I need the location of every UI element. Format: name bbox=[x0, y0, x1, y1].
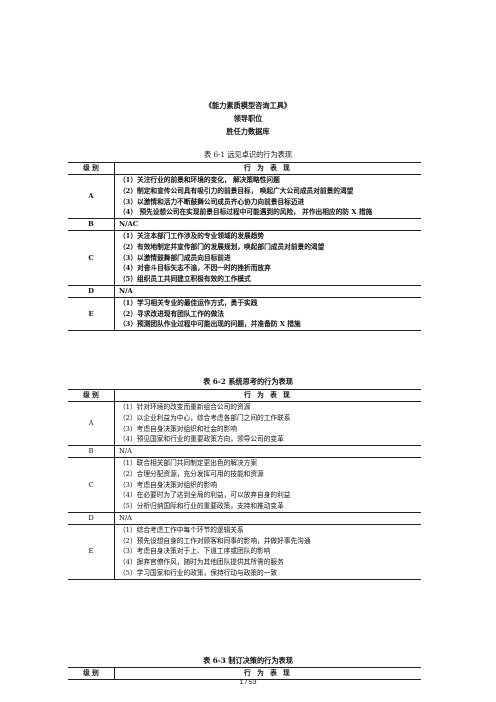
behavior-line: （2）以企业利益为中心，综合考虑各部门之间的工作联系 bbox=[119, 413, 291, 422]
table-caption-6-2: 表 6-2 系统思考的行为表现 bbox=[203, 377, 293, 386]
page-number: 1 / 53 bbox=[239, 679, 257, 686]
behavior-line: N/A bbox=[119, 447, 132, 456]
behavior-line: （3）考虑自身决策对于上、下道工序或团队的影响 bbox=[119, 547, 271, 556]
level-cell: E bbox=[68, 523, 115, 580]
table-row: A （1）关注行业的前景和环境的变化， 解决策略性问题 （2）制定和宣传公司具有吸引… bbox=[68, 173, 421, 220]
behavior-line: N/AC bbox=[119, 220, 139, 229]
behavior-line: （5）组织员工共同建立积极有效的工作模式 bbox=[119, 275, 251, 284]
behavior-line: （3）以激情和活力不断鼓舞公司成员齐心协力向前景目标迈进 bbox=[119, 197, 305, 206]
table-6-3: 级 别 行 为 表 现 bbox=[68, 667, 421, 680]
behavior-line: N/A bbox=[119, 513, 132, 522]
behavior-line: （5）学习国家和行业的政策，保持行动与政策的一致 bbox=[119, 568, 278, 577]
behavior-line: （3）以激情鼓舞部门成员向目标前进 bbox=[119, 253, 231, 262]
col-header-behavior: 行 为 表 现 bbox=[114, 389, 421, 402]
col-header-level: 级 别 bbox=[68, 162, 115, 175]
behavior-line: （1）针对环境的改变而重新组合公司的资源 bbox=[119, 403, 251, 411]
behavior-line: （1）关注行业的前景和环境的变化， 解决策略性问题 bbox=[119, 176, 280, 184]
behavior-cell: （1）学习相关专业的最佳运作方式，勇于实践 （2）寻求改进现有团队工作的做法 （3）… bbox=[114, 296, 421, 332]
behavior-cell: N/A bbox=[114, 284, 421, 298]
behavior-cell: N/A bbox=[114, 511, 421, 525]
table-row: D N/A bbox=[68, 511, 421, 525]
table-caption-6-1: 表 6-1 远见卓识的行为表现 bbox=[203, 150, 293, 159]
behavior-line: （4） 预先设想公司在实现前景目标过程中可能遇到的风险， 并作出相应的防 X 措… bbox=[119, 208, 373, 217]
table-row: C （1）联合相关部门共同制定更出色的解决方案 （2）合理分配资源，充分发挥可用的技… bbox=[68, 456, 421, 513]
behavior-cell: （1）关注本部门工作涉及的专业领域的发展趋势 （2）有效地制定并宣传部门的发展规划… bbox=[114, 229, 421, 286]
behavior-line: （3）预测团队作业过程中可能出现的问题，并准备防 X 措施 bbox=[119, 320, 301, 329]
behavior-line: （2）寻求改进现有团队工作的做法 bbox=[119, 309, 224, 318]
behavior-cell: （1）综合考虑工作中每个环节的逻辑关系 （2）预先设想自身的工作对顾客和同事的影响… bbox=[114, 523, 421, 580]
behavior-line: （4）在必要时为了达到全局的利益，可以放弃自身的利益 bbox=[119, 491, 291, 500]
behavior-line: （5）分析归纳国际和行业的重要政策，支持和推动变革 bbox=[119, 502, 284, 511]
table-row: A （1）针对环境的改变而重新组合公司的资源 （2）以企业利益为中心，综合考虑各部门… bbox=[68, 400, 421, 447]
table-6-1: 级 别 行 为 表 现 A （1）关注行业的前景和环境的变化， 解决策略性问题 （2… bbox=[68, 162, 421, 332]
level-cell: E bbox=[68, 296, 115, 332]
level-cell: D bbox=[68, 284, 115, 298]
behavior-line: （1）关注本部门工作涉及的专业领域的发展趋势 bbox=[119, 231, 265, 240]
subsection-title: 胜任力数据库 bbox=[226, 127, 270, 136]
behavior-line: （4）对奋斗目标矢志不渝，不因一时的挫折而放弃 bbox=[119, 264, 271, 273]
level-cell: D bbox=[68, 511, 115, 525]
behavior-line: （1）学习相关专业的最佳运作方式，勇于实践 bbox=[119, 298, 258, 307]
table-row: E （1）学习相关专业的最佳运作方式，勇于实践 （2）寻求改进现有团队工作的做法 （3… bbox=[68, 296, 421, 332]
behavior-line: （4）摒弃官僚作风，随时为其他团队提供其所需的服务 bbox=[119, 558, 284, 567]
level-cell: C bbox=[68, 456, 115, 513]
col-header-level: 级 别 bbox=[68, 667, 115, 680]
level-cell: B bbox=[68, 218, 115, 231]
table-caption-6-3: 表 6-3 制订决策的行为表现 bbox=[203, 656, 293, 665]
behavior-cell: （1）联合相关部门共同制定更出色的解决方案 （2）合理分配资源，充分发挥可用的技能… bbox=[114, 456, 421, 513]
behavior-line: （3）考虑自身决策对组织和社会的影响 bbox=[119, 424, 237, 433]
level-cell: A bbox=[68, 173, 115, 220]
behavior-line: （2）有效地制定并宣传部门的发展规划，唤起部门成员对前景的渴望 bbox=[119, 242, 325, 251]
table-row: B N/AC bbox=[68, 218, 421, 231]
section-title: 领导职位 bbox=[233, 114, 263, 123]
behavior-line: N/A bbox=[119, 286, 133, 295]
behavior-line: （1）联合相关部门共同制定更出色的解决方案 bbox=[119, 458, 258, 467]
behavior-line: （3）考虑自身决策对组织的影响 bbox=[119, 480, 217, 489]
level-cell: A bbox=[68, 400, 115, 447]
behavior-line: （2）合理分配资源，充分发挥可用的技能和资源 bbox=[119, 469, 264, 478]
table-row: B N/A bbox=[68, 445, 421, 458]
table-row: C （1）关注本部门工作涉及的专业领域的发展趋势 （2）有效地制定并宣传部门的发展规… bbox=[68, 229, 421, 286]
behavior-cell: （1）针对环境的改变而重新组合公司的资源 （2）以企业利益为中心，综合考虑各部门之… bbox=[114, 400, 421, 447]
table-row: D N/A bbox=[68, 284, 421, 298]
col-header-level: 级 别 bbox=[68, 389, 115, 402]
level-cell: C bbox=[68, 229, 115, 286]
book-title: 《能力素质模型咨询工具》 bbox=[204, 101, 292, 110]
table-6-2: 级 别 行 为 表 现 A （1）针对环境的改变而重新组合公司的资源 （2）以企业利… bbox=[68, 389, 421, 580]
behavior-cell: N/A bbox=[114, 445, 421, 458]
behavior-cell: （1）关注行业的前景和环境的变化， 解决策略性问题 （2）制定和宣传公司具有吸引力… bbox=[114, 173, 421, 220]
behavior-cell: N/AC bbox=[114, 218, 421, 231]
col-header-behavior: 行 为 表 现 bbox=[114, 667, 421, 680]
behavior-line: （4）预见国家和行业的重要政策方向，领导公司的变革 bbox=[119, 435, 284, 444]
level-cell: B bbox=[68, 445, 115, 458]
col-header-behavior: 行 为 表 现 bbox=[114, 162, 421, 175]
behavior-line: （1）综合考虑工作中每个环节的逻辑关系 bbox=[119, 525, 244, 534]
behavior-line: （2）预先设想自身的工作对顾客和同事的影响，并做好事先沟通 bbox=[119, 536, 311, 545]
table-row: E （1）综合考虑工作中每个环节的逻辑关系 （2）预先设想自身的工作对顾客和同事的影… bbox=[68, 523, 421, 580]
behavior-line: （2）制定和宣传公司具有吸引力的前景目标， 唤起广大公司成员对前景的渴望 bbox=[119, 186, 354, 195]
